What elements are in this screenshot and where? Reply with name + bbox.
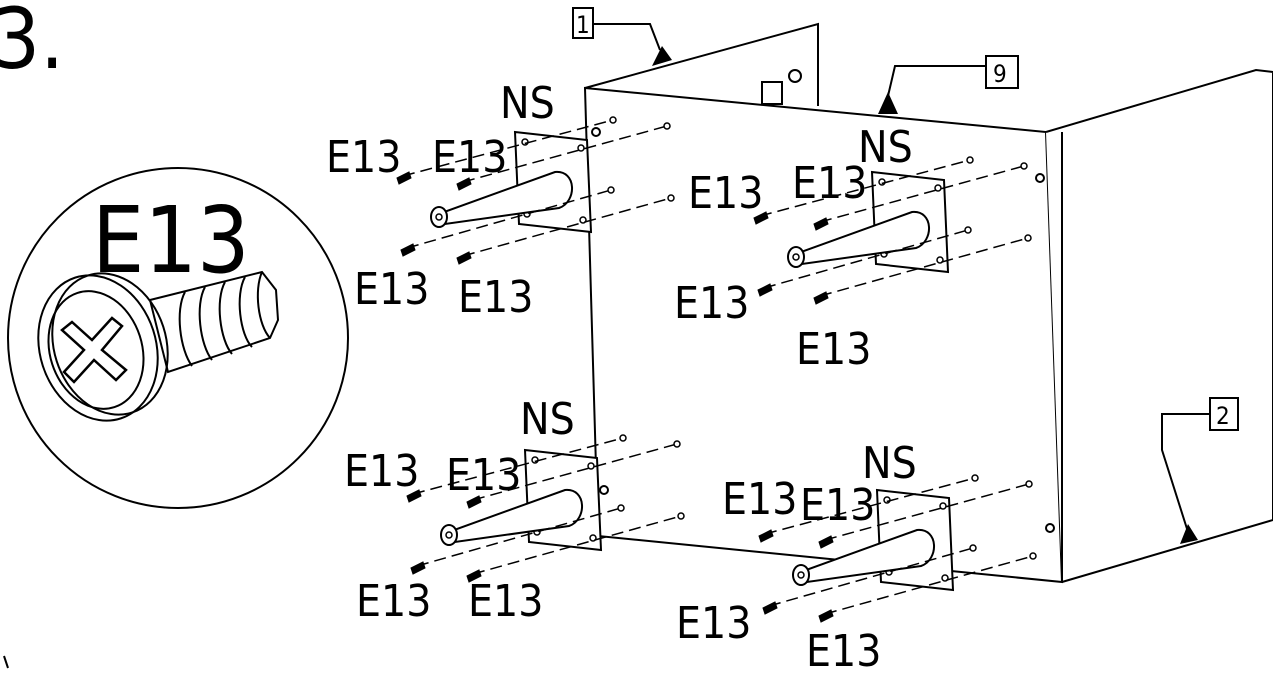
detail-screw-label: E13 xyxy=(92,187,250,294)
drill-hole xyxy=(677,512,685,520)
leg-assembly xyxy=(396,116,675,265)
screw xyxy=(757,283,773,297)
drill-hole xyxy=(964,226,972,234)
leg-foot-center xyxy=(435,213,443,221)
plate-hole xyxy=(934,184,942,192)
guide-line xyxy=(759,159,971,217)
screw-label: E13 xyxy=(344,446,419,497)
plate-hole xyxy=(939,502,947,510)
leg-assembly xyxy=(758,474,1037,623)
leg-assembly xyxy=(753,156,1032,305)
panel-reference-9: 9 xyxy=(878,55,1019,114)
drill-hole xyxy=(667,194,675,202)
screw-label: E13 xyxy=(800,480,875,531)
screw xyxy=(818,535,834,549)
screw xyxy=(396,171,412,185)
drill-hole xyxy=(619,434,627,442)
screw xyxy=(762,601,778,615)
screw-label: E13 xyxy=(354,264,429,315)
screw-label: E13 xyxy=(432,132,507,183)
guide-line xyxy=(412,437,624,495)
panel-reference-2-text: 2 xyxy=(1216,402,1230,430)
screw-label: E13 xyxy=(806,626,881,674)
drill-hole xyxy=(607,186,615,194)
screw xyxy=(406,489,422,503)
screw xyxy=(813,217,829,231)
screw xyxy=(818,609,834,623)
leg-label: NS xyxy=(500,78,555,129)
drill-hole xyxy=(609,116,617,124)
guide-line xyxy=(764,477,976,535)
drill-hole xyxy=(971,474,979,482)
screw-detail-circle: E13 xyxy=(7,167,349,509)
panel-reference-1: 1 xyxy=(572,7,672,66)
drill-hole xyxy=(1020,162,1028,170)
leg-foot-center xyxy=(445,531,453,539)
step-number: 3. xyxy=(0,0,64,88)
screw xyxy=(813,291,829,305)
screw-label: E13 xyxy=(676,598,751,649)
drill-hole xyxy=(1029,552,1037,560)
leg-assembly xyxy=(406,434,685,583)
panel-1 xyxy=(584,22,819,106)
screw xyxy=(466,569,482,583)
plate-hole xyxy=(577,144,585,152)
screw xyxy=(758,529,774,543)
screw-label: E13 xyxy=(446,450,521,501)
screw-label: E13 xyxy=(356,576,431,627)
guide-line xyxy=(402,119,614,177)
panel-reference-2: 2 xyxy=(1161,397,1239,544)
screw-label: E13 xyxy=(688,168,763,219)
screw-illustration xyxy=(37,270,280,422)
drill-hole xyxy=(1025,480,1033,488)
panel-2 xyxy=(1045,68,1273,583)
screw xyxy=(456,251,472,265)
leg-label: NS xyxy=(862,438,917,489)
panel-reference-9-text: 9 xyxy=(993,60,1007,88)
leg-label: NS xyxy=(858,122,913,173)
screw xyxy=(400,243,416,257)
screw-label: E13 xyxy=(458,272,533,323)
screw-label: E13 xyxy=(796,324,871,375)
drill-hole xyxy=(663,122,671,130)
screw-label: E13 xyxy=(792,158,867,209)
screw xyxy=(410,561,426,575)
drill-hole xyxy=(966,156,974,164)
drill-hole xyxy=(617,504,625,512)
screw xyxy=(753,211,769,225)
screw-label: E13 xyxy=(722,474,797,525)
drill-hole xyxy=(673,440,681,448)
leg-label: NS xyxy=(520,394,575,445)
screw xyxy=(466,495,482,509)
leg-foot-center xyxy=(792,253,800,261)
leg-foot-center xyxy=(797,571,805,579)
drill-hole xyxy=(969,544,977,552)
screw-label: E13 xyxy=(468,576,543,627)
drill-hole xyxy=(1024,234,1032,242)
panel-reference-1-text: 1 xyxy=(576,11,590,39)
screw xyxy=(456,177,472,191)
screw-label: E13 xyxy=(674,278,749,329)
plate-hole xyxy=(587,462,595,470)
screw-label: E13 xyxy=(326,132,401,183)
